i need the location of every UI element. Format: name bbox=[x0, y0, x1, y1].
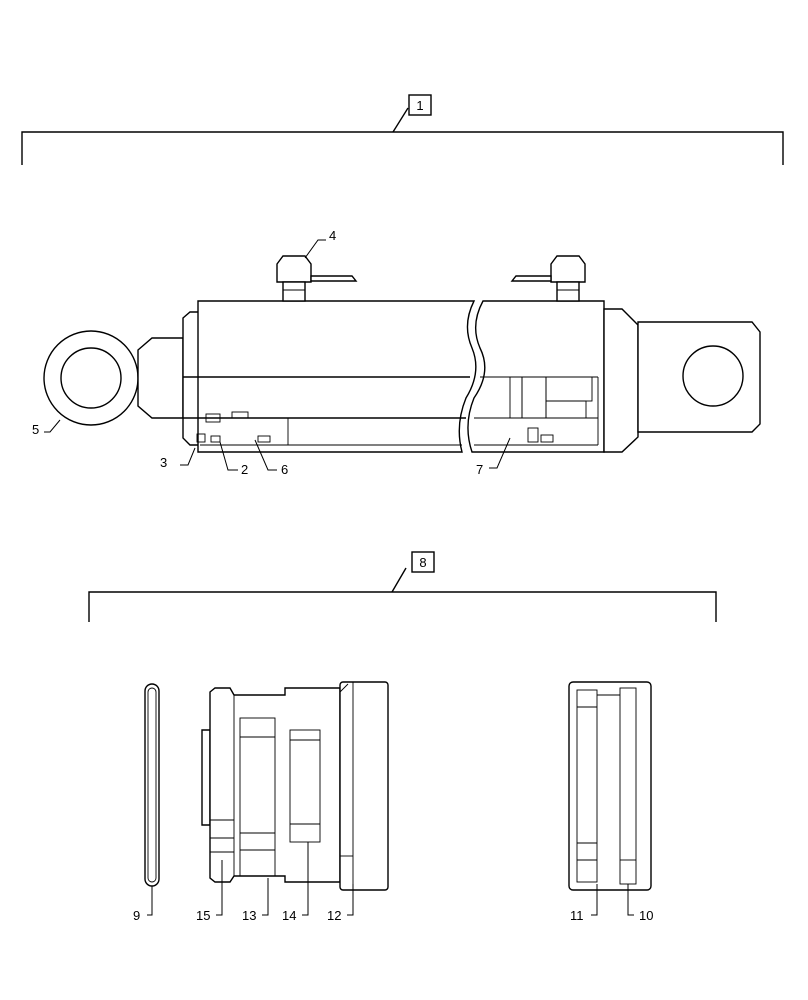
callout-4: 4 bbox=[304, 228, 336, 259]
callout-3: 3 bbox=[160, 447, 196, 470]
svg-text:3: 3 bbox=[160, 455, 167, 470]
part-piston-seals bbox=[568, 681, 652, 891]
callout-12: 12 bbox=[327, 884, 354, 923]
svg-text:12: 12 bbox=[327, 908, 341, 923]
part-gland-assembly bbox=[201, 681, 389, 891]
assembly-8-label: 8 bbox=[419, 555, 426, 570]
svg-text:11: 11 bbox=[570, 908, 584, 923]
callout-10: 10 bbox=[627, 884, 653, 923]
svg-text:6: 6 bbox=[281, 462, 288, 477]
seal-kit: 9 15 13 14 12 11 10 bbox=[133, 681, 653, 923]
svg-text:14: 14 bbox=[282, 908, 296, 923]
callout-14: 14 bbox=[282, 842, 309, 923]
svg-text:9: 9 bbox=[133, 908, 140, 923]
assembly-1-label: 1 bbox=[416, 98, 423, 113]
cap-end bbox=[603, 308, 761, 453]
assembly-1-bracket: 1 bbox=[21, 94, 784, 165]
svg-text:2: 2 bbox=[241, 462, 248, 477]
callout-15: 15 bbox=[196, 860, 223, 923]
svg-text:13: 13 bbox=[242, 908, 256, 923]
svg-text:7: 7 bbox=[476, 462, 483, 477]
svg-text:4: 4 bbox=[329, 228, 336, 243]
callout-2: 2 bbox=[219, 441, 248, 477]
barrel bbox=[183, 300, 605, 453]
svg-text:5: 5 bbox=[32, 422, 39, 437]
grease-fitting-left bbox=[276, 255, 358, 302]
callout-5: 5 bbox=[32, 419, 61, 437]
cylinder-assembly: 4 5 3 2 6 7 bbox=[32, 228, 761, 477]
assembly-8-bracket: 8 bbox=[88, 551, 717, 622]
callout-7: 7 bbox=[476, 437, 511, 477]
callout-9: 9 bbox=[133, 886, 153, 923]
part-9-o-ring bbox=[144, 683, 160, 887]
callout-11: 11 bbox=[570, 884, 598, 923]
callout-6: 6 bbox=[254, 439, 288, 477]
callout-13: 13 bbox=[242, 878, 269, 923]
svg-text:10: 10 bbox=[639, 908, 653, 923]
svg-text:15: 15 bbox=[196, 908, 210, 923]
grease-fitting-right bbox=[510, 255, 586, 302]
rod-eye bbox=[43, 311, 201, 446]
